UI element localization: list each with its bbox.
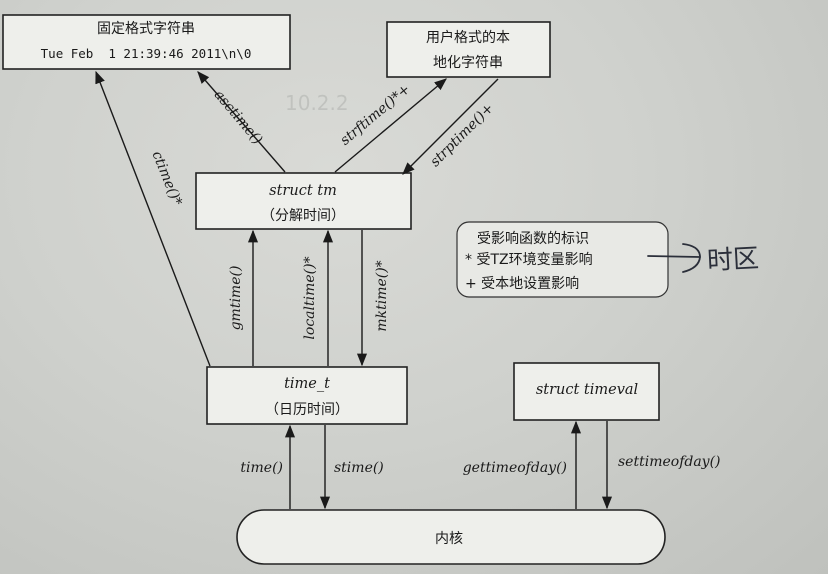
label-localtime: localtime()* [302,256,318,339]
label-gmtime: gmtime() [228,266,244,331]
struct-tm-label: struct tm [269,183,337,199]
label-strptime: strptime()+ [427,100,497,170]
node-fixed-string: 固定格式字符串 Tue Feb 1 21:39:46 2011\n\0 [2,14,291,70]
label-stime: stime() [334,460,384,476]
time-t-label: time_t [284,376,330,392]
fixed-string-title: 固定格式字符串 [97,21,195,37]
timeval-label: struct timeval [536,382,639,398]
label-asctime: asctime() [211,87,266,148]
node-time-t: time_t （日历时间） [206,366,408,425]
node-kernel: 内核 [236,509,666,565]
handwritten-note: 时区 [706,244,760,277]
bleed-through-text: 10.2.2 [285,91,349,115]
edge-strptime [402,78,499,175]
legend-box: 受影响函数的标识 * 受TZ环境变量影响 + 受本地设置影响 [456,221,669,298]
fixed-string-example: Tue Feb 1 21:39:46 2011\n\0 [41,46,252,61]
edge-strftime [334,78,447,173]
time-t-sublabel: （日历时间） [265,402,349,418]
legend-plus: + 受本地设置影响 [465,276,579,292]
struct-tm-sublabel: （分解时间） [261,208,345,224]
kernel-label: 内核 [435,531,463,547]
node-user-string: 用户格式的本 地化字符串 [386,21,551,78]
user-string-line2: 地化字符串 [433,55,503,71]
node-timeval: struct timeval [513,362,660,421]
user-string-line1: 用户格式的本 [426,29,510,46]
label-time: time() [240,460,283,476]
legend-title: 受影响函数的标识 [477,231,589,247]
hand-arrow [647,255,701,258]
handwritten-annotation: 时区 [647,243,760,277]
label-ctime: ctime()* [149,149,185,208]
hand-arrowhead [682,243,701,273]
edge-ctime [95,70,211,367]
label-mktime: mktime()* [374,260,390,331]
node-struct-tm: struct tm （分解时间） [195,172,412,230]
label-settimeofday: settimeofday() [618,454,721,470]
label-gettimeofday: gettimeofday() [463,460,567,476]
edge-asctime [197,71,286,173]
legend-star: * 受TZ环境变量影响 [465,252,593,268]
